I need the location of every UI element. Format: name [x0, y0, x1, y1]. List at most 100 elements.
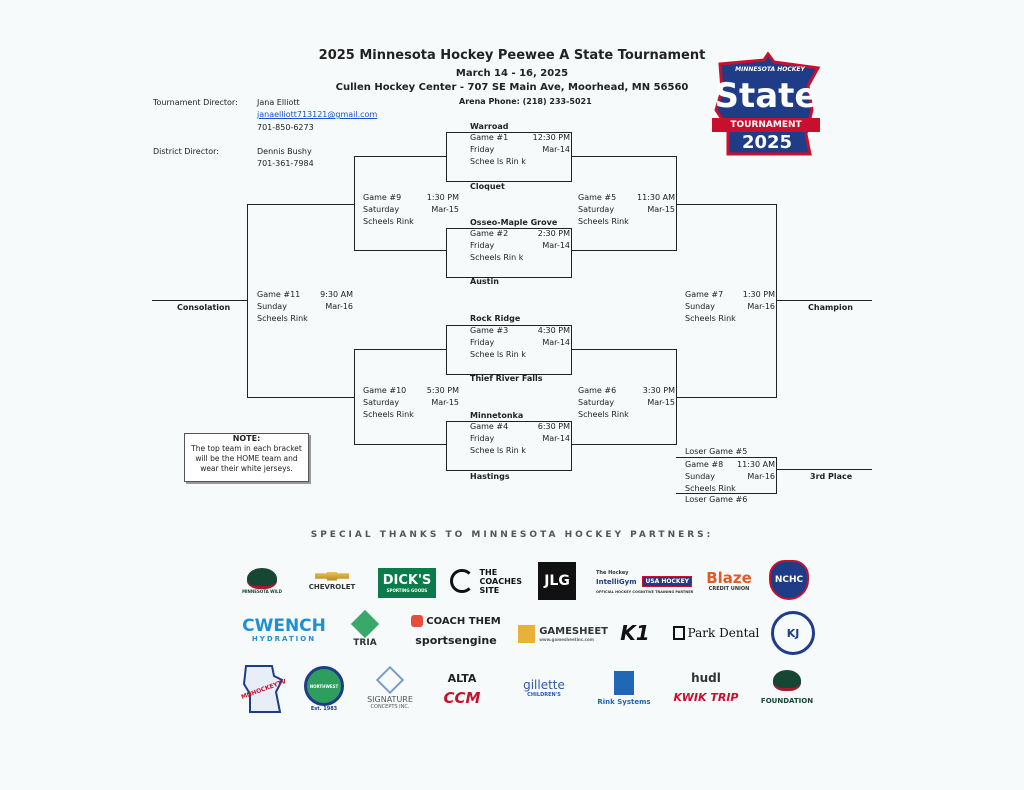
game-number: Game #7 — [685, 290, 724, 299]
logo-text: Park Dental — [687, 626, 760, 640]
game-rink: Scheels Rink — [257, 314, 308, 323]
game-time: 1:30 PM — [426, 193, 459, 202]
rink-systems-icon — [614, 670, 634, 695]
td-email-link[interactable]: janaelliott713121@gmail.com — [257, 110, 378, 119]
partners-heading: SPECIAL THANKS TO MINNESOTA HOCKEY PARTN… — [310, 530, 714, 540]
loser-game-6-label: Loser Game #6 — [685, 495, 748, 504]
game-time: 4:30 PM — [537, 326, 570, 335]
signature-icon — [375, 665, 405, 695]
logo-text: MINNESOTA WILD — [242, 589, 282, 594]
coach-them-sportsengine-logo: COACH THEM sportsengine — [408, 608, 504, 654]
hudl-kwik-trip-logo: hudl KWIK TRIP — [670, 664, 742, 710]
game-label-3: Game #3 4:30 PM Friday Mar-14 Schee ls Rin… — [470, 325, 570, 361]
game-rink: Scheels Rink — [578, 410, 629, 419]
td-label: Tournament Director: — [153, 98, 238, 107]
team-name: Cloquet — [470, 182, 505, 191]
wild-emblem-icon — [247, 568, 277, 589]
logo-text: DICK'S — [382, 572, 432, 588]
note-line: will be the HOME team and — [195, 454, 298, 463]
game-date: Mar-15 — [431, 205, 459, 214]
game-rink: Scheels Rink — [685, 314, 736, 323]
game-time: 1:30 PM — [742, 290, 775, 299]
intelligym-usa-hockey-logo: The Hockey IntelliGym USA HOCKEY OFFICIA… — [596, 565, 693, 599]
park-dental-icon — [672, 626, 685, 640]
champion-label: Champion — [808, 303, 853, 312]
bracket-line — [570, 349, 677, 350]
game-time: 6:30 PM — [537, 422, 570, 431]
td-name: Jana Elliott — [257, 98, 300, 107]
game-rink: Scheels Rink — [363, 410, 414, 419]
rink-systems-logo: Rink Systems — [592, 666, 656, 710]
logo-text: sportsengine — [415, 634, 497, 647]
bracket-line — [570, 444, 677, 445]
game-rink: Scheels Rink — [578, 217, 629, 226]
game-day: Friday — [470, 338, 495, 347]
logo-text: GAMESHEET — [539, 626, 608, 637]
bracket-line — [152, 300, 248, 301]
game-number: Game #11 — [257, 290, 301, 299]
logo-text: OFFICIAL HOCKEY COGNITIVE TRAINING PARTN… — [596, 590, 694, 594]
team-name: Austin — [470, 277, 499, 286]
cwench-logo: CWENCH HYDRATION — [242, 612, 326, 648]
logo-text: CHEVROLET — [308, 582, 356, 591]
game-date: Mar-15 — [647, 398, 675, 407]
logo-text: THE — [479, 567, 498, 577]
gillette-childrens-logo: gillette CHILDREN'S — [510, 672, 578, 704]
logo-text: Rink Systems — [597, 697, 651, 706]
logo-text: KWIK TRIP — [673, 690, 739, 704]
bracket-line — [354, 444, 446, 445]
blaze-credit-union-logo: Blaze CREDIT UNION — [700, 566, 758, 596]
bracket-line — [776, 469, 872, 470]
logo-top-text: MINNESOTA HOCKEY — [735, 66, 805, 73]
gamesheet-logo: GAMESHEET www.gamesheetinc.com — [518, 622, 608, 646]
logo-text: Blaze — [706, 569, 752, 587]
bracket-line — [776, 300, 872, 301]
chevy-bowtie-icon — [315, 571, 349, 581]
venue: Cullen Hockey Center - 707 SE Main Ave, … — [335, 82, 689, 93]
game-date: Mar-15 — [431, 398, 459, 407]
dd-phone: 701-361-7984 — [257, 159, 314, 168]
game-number: Game #1 — [470, 133, 509, 142]
game-date: Mar-14 — [542, 338, 570, 347]
bracket-line — [247, 204, 248, 398]
wild-foundation-logo: FOUNDATION — [754, 664, 820, 710]
logo-text: CCM — [443, 688, 481, 707]
bracket-line — [247, 397, 354, 398]
logo-text: USA HOCKEY — [642, 576, 693, 587]
game-day: Friday — [470, 241, 495, 250]
logo-text: www.gamesheetinc.com — [539, 637, 594, 642]
game-box — [446, 421, 572, 471]
game-time: 5:30 PM — [426, 386, 459, 395]
logo-text: The Hockey — [596, 570, 629, 576]
note-line: The top team in each bracket — [191, 444, 302, 453]
game-number: Game #10 — [363, 386, 407, 395]
bracket-line — [354, 156, 446, 157]
dicks-logo: DICK'S SPORTING GOODS — [378, 568, 436, 598]
park-dental-logo: Park Dental — [672, 622, 760, 644]
game-number: Game #5 — [578, 193, 617, 202]
td-phone: 701-850-6273 — [257, 123, 314, 132]
state-tournament-logo: MINNESOTA HOCKEY State TOURNAMENT 2025 — [708, 50, 826, 156]
logo-text: ALTA — [447, 671, 477, 685]
minnesota-wild-logo: MINNESOTA WILD — [240, 565, 284, 597]
game-date: Mar-16 — [747, 472, 775, 481]
team-name: Thief River Falls — [470, 374, 543, 383]
game-day: Sunday — [685, 302, 715, 311]
game-number: Game #4 — [470, 422, 509, 431]
chevrolet-logo: CHEVROLET — [304, 566, 360, 596]
game-number: Game #3 — [470, 326, 509, 335]
bracket-line — [776, 204, 777, 398]
bracket-line — [676, 156, 677, 251]
bracket-line — [776, 457, 777, 494]
game-rink: Schee ls Rin k — [470, 350, 526, 359]
logo-text: gillette — [523, 678, 565, 692]
kj-branding-logo: KJ — [771, 611, 815, 655]
logo-text: SIGNATURE — [367, 695, 413, 704]
consolation-label: Consolation — [177, 303, 231, 312]
game-day: Sunday — [685, 472, 715, 481]
